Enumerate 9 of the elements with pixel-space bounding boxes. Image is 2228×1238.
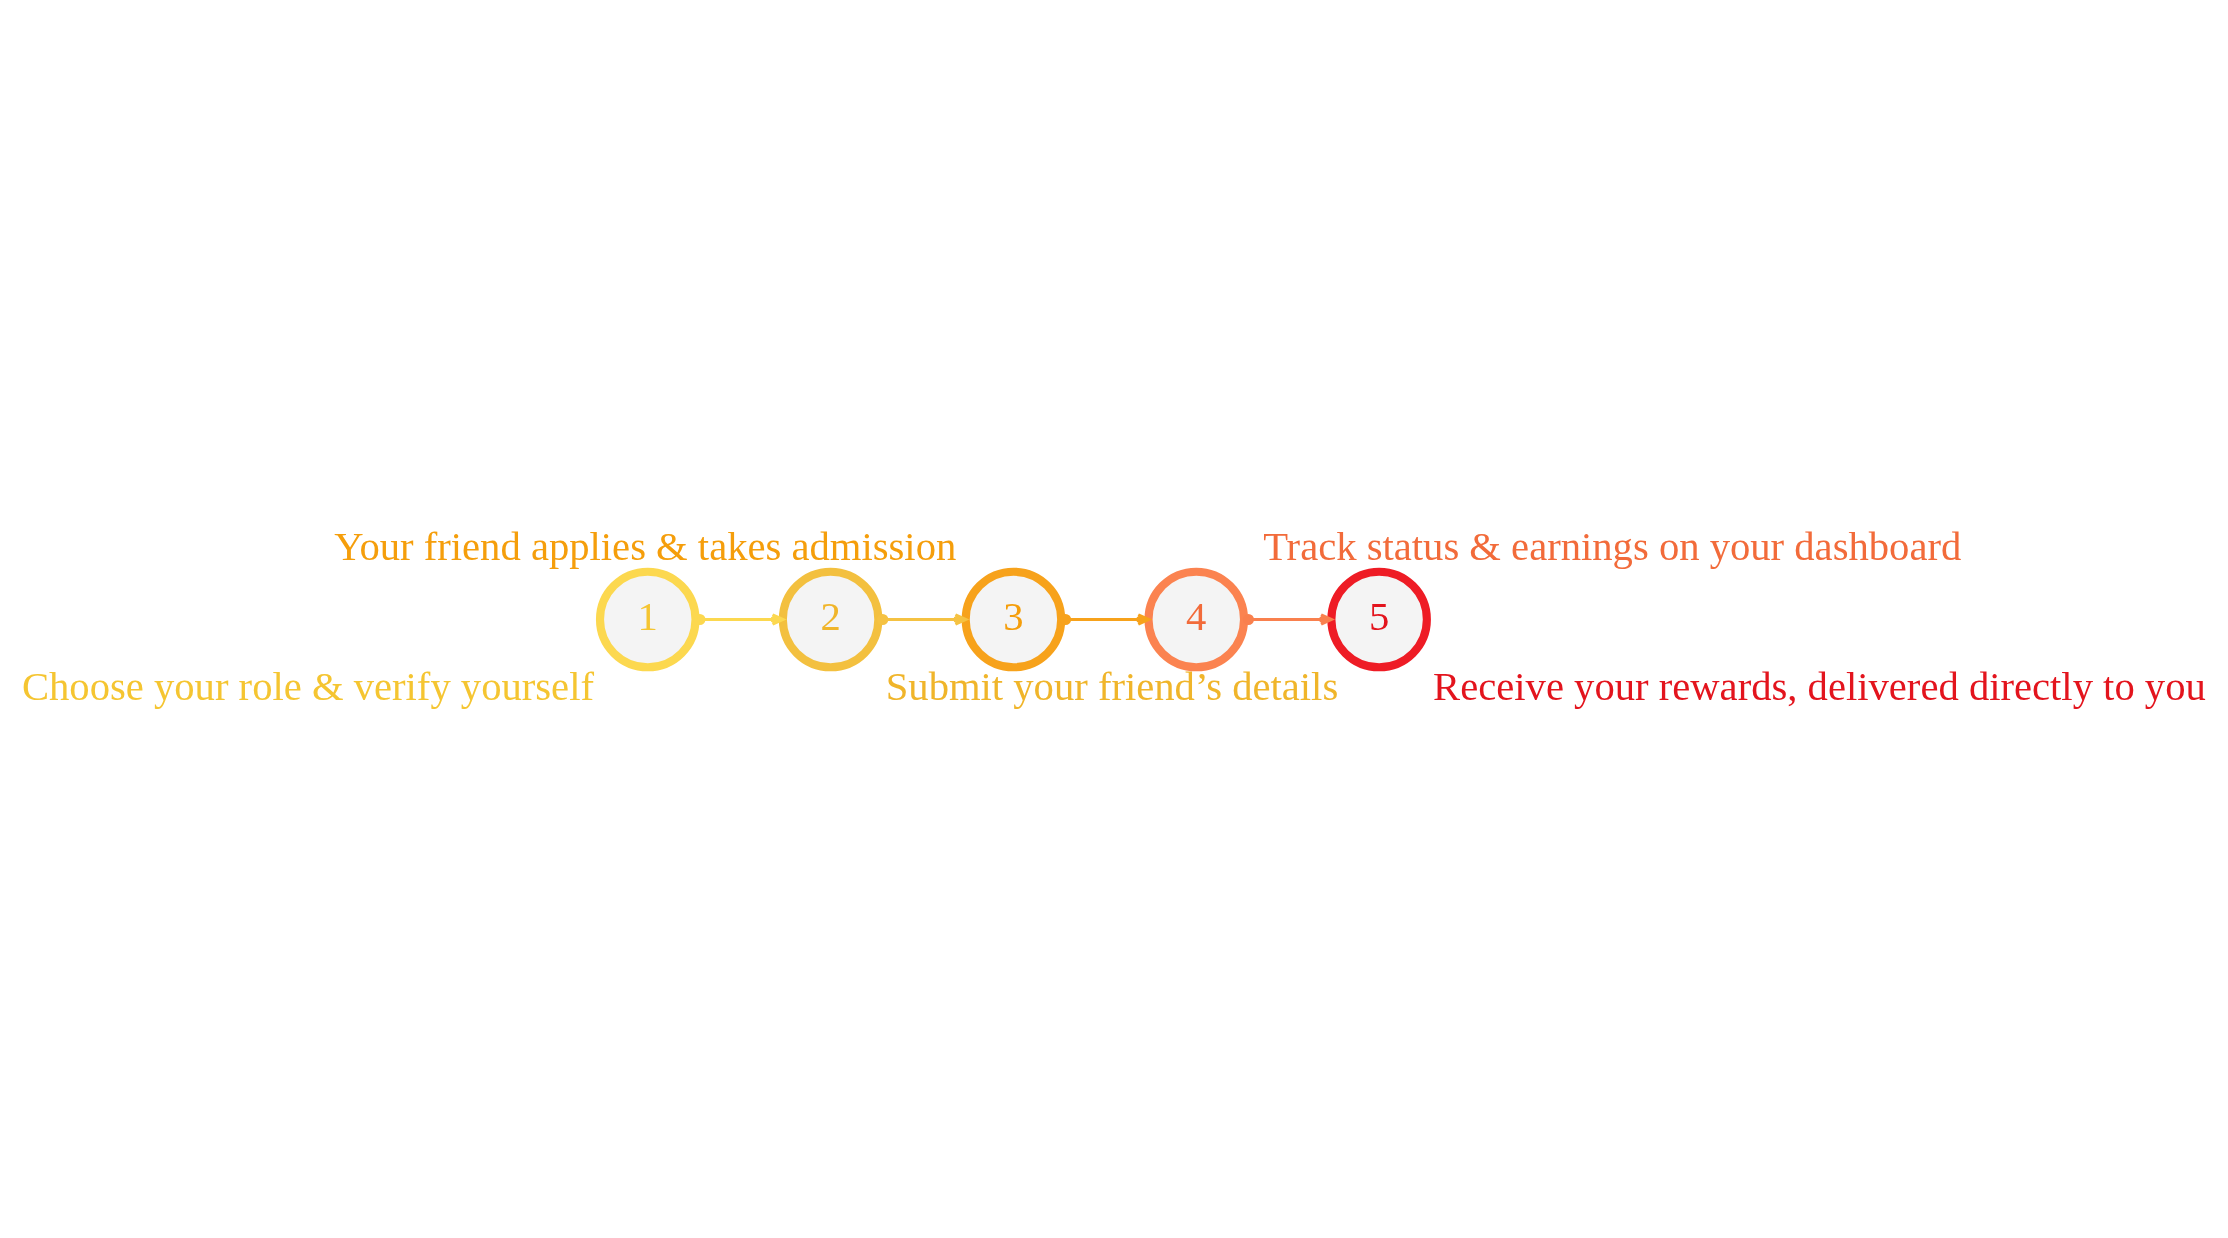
node-circle: 4 bbox=[1144, 567, 1249, 671]
node-label: Receive your rewards, delivered directly to you bbox=[1433, 663, 2206, 709]
node-circle: 3 bbox=[961, 567, 1066, 671]
node-label: Your friend applies & takes admission bbox=[334, 523, 957, 569]
node-circle: 1 bbox=[595, 567, 700, 671]
node-label: Track status & earnings on your dashboard bbox=[1263, 523, 1962, 569]
node-circle: 2 bbox=[778, 567, 883, 671]
node-circle: 5 bbox=[1327, 567, 1431, 671]
node-label: Choose your role & verify yourself bbox=[21, 663, 594, 709]
